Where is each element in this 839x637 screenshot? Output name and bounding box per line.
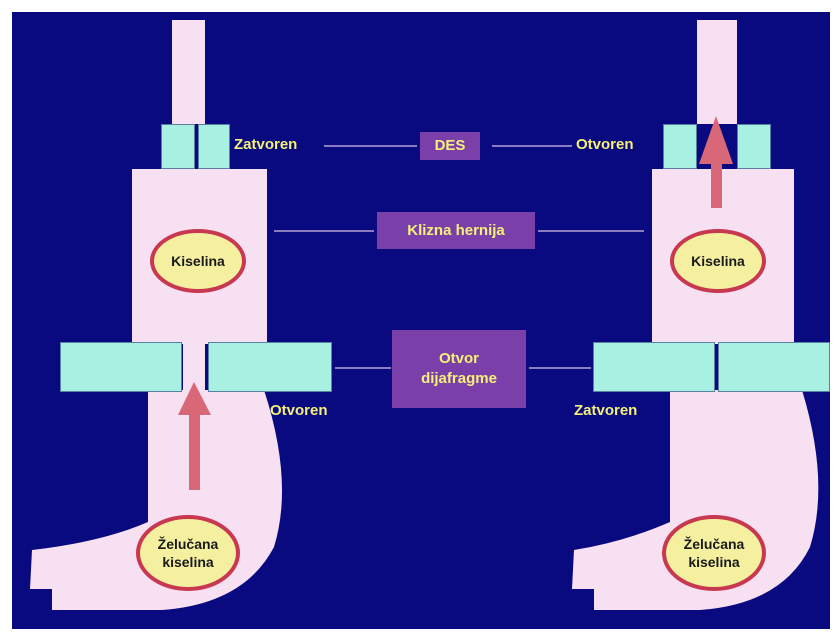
diaphragm-line-right — [529, 367, 591, 369]
left-diaphragm-right — [208, 342, 332, 392]
diaphragm-line-left — [335, 367, 391, 369]
left-esophagus-tube — [172, 20, 205, 124]
right-lower-passage — [670, 390, 722, 410]
right-acid-label: Kiselina — [691, 253, 745, 269]
right-diaphragm-right — [718, 342, 830, 392]
hernia-line-right — [538, 230, 644, 232]
left-des-block-right — [198, 124, 230, 169]
left-arrow-up-icon — [178, 382, 211, 490]
des-label: DES — [434, 137, 466, 154]
left-gastric-acid-oval: Želučana kiselina — [136, 515, 240, 591]
left-acid-label: Kiselina — [171, 253, 225, 269]
left-acid-oval: Kiselina — [150, 229, 246, 293]
diaphragm-line1: Otvor — [438, 350, 479, 367]
right-acid-oval: Kiselina — [670, 229, 766, 293]
left-des-block-left — [161, 124, 195, 169]
hernia-line-left — [274, 230, 374, 232]
left-hiatus-passage — [183, 337, 205, 397]
des-line-left — [324, 145, 417, 147]
hernia-label: Klizna hernija — [407, 221, 505, 239]
right-arrow-up-icon — [699, 116, 733, 208]
right-des-block-left — [663, 124, 697, 169]
right-des-state: Otvoren — [576, 136, 634, 153]
right-gastric-acid-line1: Želučana — [683, 536, 745, 552]
right-des-block-right — [737, 124, 771, 169]
des-box: DES — [420, 132, 480, 160]
right-diaphragm-state: Zatvoren — [574, 402, 638, 419]
left-des-state: Zatvoren — [234, 136, 298, 153]
left-gastric-acid-line1: Želučana — [157, 536, 219, 552]
right-gastric-acid-line2: kiselina — [688, 554, 740, 570]
right-diaphragm-left — [593, 342, 715, 392]
diaphragm-box: Otvor dijafragme — [392, 330, 526, 408]
right-esophagus-tube — [697, 20, 737, 124]
left-diaphragm-left — [60, 342, 182, 392]
right-gastric-acid-oval: Želučana kiselina — [662, 515, 766, 591]
left-gastric-acid-line2: kiselina — [162, 554, 214, 570]
des-line-right — [492, 145, 572, 147]
hernia-box: Klizna hernija — [377, 212, 535, 249]
left-diaphragm-state: Otvoren — [270, 402, 328, 419]
diaphragm-line2: dijafragme — [421, 370, 497, 387]
diagram-canvas: Kiselina Želučana kiselina Kiselina Želu… — [12, 12, 830, 629]
